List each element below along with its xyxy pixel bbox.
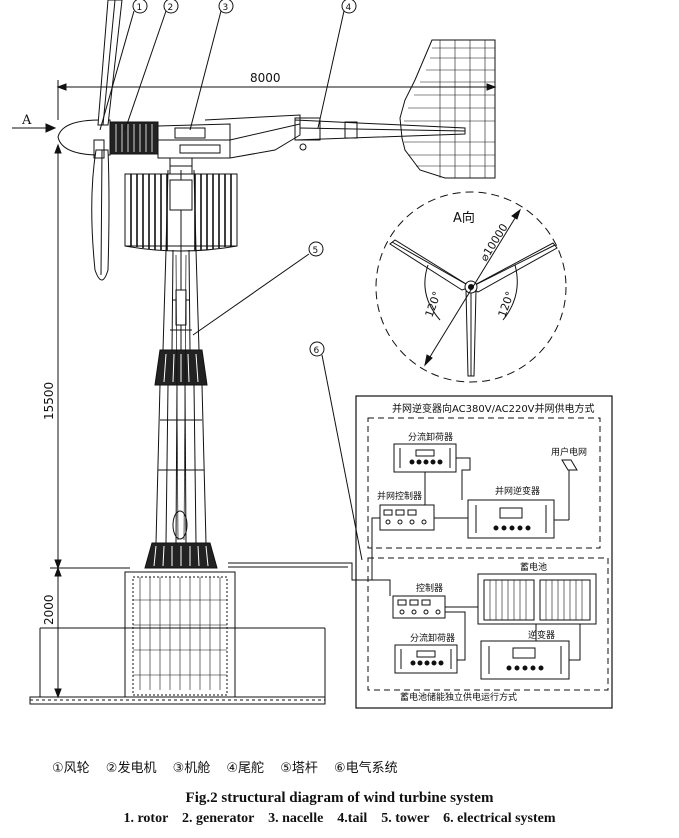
electrical-system: 并网逆变器向AC380V/AC220V并网供电方式 分流卸荷器 用户电网 并网控… bbox=[228, 395, 613, 709]
svg-text:5: 5 bbox=[313, 246, 319, 256]
svg-text:4: 4 bbox=[346, 3, 352, 13]
svg-text:蓄电池储能独立供电运行方式: 蓄电池储能独立供电运行方式 bbox=[400, 691, 517, 703]
svg-text:120°: 120° bbox=[496, 290, 517, 319]
legend-cn-item: ④尾舵 bbox=[226, 761, 265, 776]
nacelle bbox=[109, 39, 496, 179]
legend-english: 1. rotor 2. generator 3. nacelle 4.tail … bbox=[123, 811, 556, 826]
figure-caption: Fig.2 structural diagram of wind turbine… bbox=[185, 790, 494, 806]
off-grid-shunt-unloader: 分流卸荷器 bbox=[394, 632, 458, 674]
dimension-length: 8000 bbox=[56, 71, 497, 120]
tower bbox=[144, 169, 218, 569]
grid-shunt-unloader: 分流卸荷器 bbox=[393, 431, 457, 473]
callout-5: 5 bbox=[192, 241, 324, 336]
callout-3: 3 bbox=[189, 0, 234, 131]
svg-text:控制器: 控制器 bbox=[416, 582, 443, 594]
svg-text:6: 6 bbox=[314, 346, 320, 356]
svg-text:8000: 8000 bbox=[250, 71, 281, 85]
off-grid-inverter: 逆变器 bbox=[480, 629, 570, 680]
svg-text:蓄电池: 蓄电池 bbox=[520, 561, 547, 573]
svg-text:用户电网: 用户电网 bbox=[551, 446, 587, 458]
off-grid-controller: 控制器 bbox=[392, 582, 446, 619]
svg-text:并网逆变器向AC380V/AC220V并网供电方式: 并网逆变器向AC380V/AC220V并网供电方式 bbox=[392, 402, 595, 415]
svg-text:15500: 15500 bbox=[42, 382, 56, 420]
foundation bbox=[29, 571, 326, 705]
callout-1: 1 bbox=[99, 0, 148, 131]
svg-text:并网控制器: 并网控制器 bbox=[377, 490, 422, 502]
svg-text:并网逆变器: 并网逆变器 bbox=[495, 485, 540, 497]
svg-text:2000: 2000 bbox=[42, 594, 56, 625]
tower-top-cage bbox=[124, 173, 238, 252]
legend-cn-item: ⑥电气系统 bbox=[333, 761, 398, 776]
svg-text:1: 1 bbox=[137, 3, 143, 13]
view-arrow-a: A bbox=[12, 113, 57, 133]
svg-text:A: A bbox=[21, 113, 32, 128]
svg-text:2: 2 bbox=[168, 3, 174, 13]
tail-fin bbox=[399, 39, 496, 179]
legend-chinese: ①风轮 ②发电机 ③机舱 ④尾舵 ⑤塔杆 ⑥电气系统 bbox=[52, 757, 410, 776]
callout-4: 4 bbox=[317, 0, 357, 129]
legend-cn-item: ②发电机 bbox=[105, 761, 157, 776]
dimension-tower-height: 15500 bbox=[42, 143, 130, 570]
front-view-a: A向 ⌀10000 120° 120° bbox=[375, 191, 567, 383]
legend-cn-item: ⑤塔杆 bbox=[280, 761, 318, 776]
legend-cn-item: ③机舱 bbox=[172, 761, 211, 776]
wind-turbine-drawing: A 8000 15500 2000 1 2 3 bbox=[12, 0, 613, 709]
svg-text:分流卸荷器: 分流卸荷器 bbox=[410, 632, 455, 644]
grid-inverter: 并网逆变器 bbox=[467, 485, 555, 539]
svg-text:3: 3 bbox=[223, 3, 229, 13]
svg-text:⌀10000: ⌀10000 bbox=[478, 221, 511, 263]
dimension-foundation-height: 2000 bbox=[42, 566, 62, 699]
svg-text:A向: A向 bbox=[453, 210, 475, 226]
rotor-side bbox=[57, 0, 123, 281]
user-grid: 用户电网 bbox=[551, 446, 587, 520]
svg-text:逆变器: 逆变器 bbox=[528, 629, 555, 641]
battery-bank: 蓄电池 bbox=[477, 561, 597, 625]
callout-2: 2 bbox=[124, 0, 179, 131]
legend-cn-item: ①风轮 bbox=[52, 761, 90, 776]
callout-6: 6 bbox=[309, 341, 363, 561]
svg-text:分流卸荷器: 分流卸荷器 bbox=[408, 431, 453, 443]
